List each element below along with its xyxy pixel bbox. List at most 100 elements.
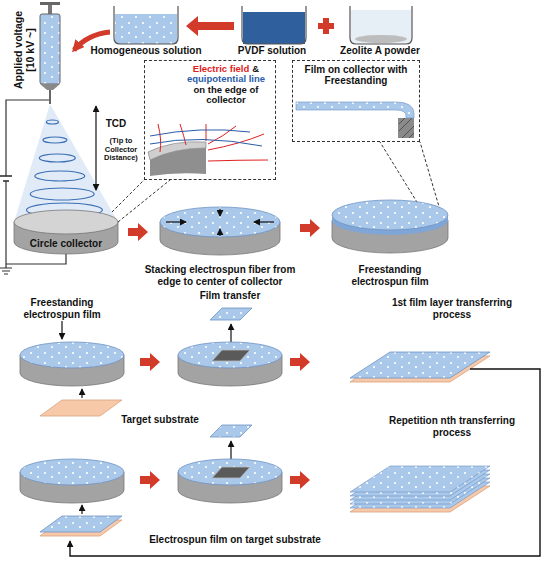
red-arrow — [300, 219, 320, 237]
label-text: (Tip to Collector Distance) — [101, 137, 141, 163]
collector-with-film — [20, 459, 124, 485]
leader-line — [420, 142, 440, 210]
electric-field-sketch — [150, 148, 206, 176]
circuit-wire — [5, 181, 6, 268]
spinning-jet — [43, 137, 67, 143]
freestanding-film-sketch — [296, 102, 414, 138]
leader-line — [112, 180, 144, 212]
film-layer-stack — [350, 466, 490, 492]
beaker-homogeneous — [114, 6, 178, 44]
freestanding-film-sketch — [296, 102, 414, 118]
electric-field-sketch — [150, 130, 262, 146]
red-arrow — [140, 353, 160, 371]
syringe — [49, 90, 51, 104]
target-substrate — [40, 400, 122, 416]
label-text: Repetition nth transferring process — [387, 415, 517, 438]
transfer-arrow — [81, 505, 82, 514]
electric-field-sketch — [150, 130, 250, 136]
red-arrow — [290, 353, 310, 371]
syringe — [40, 2, 60, 104]
collector-with-film — [178, 459, 282, 485]
tcd-arrow — [95, 106, 96, 190]
leader-line — [118, 180, 170, 222]
leader-line — [380, 142, 420, 207]
beaker-pvdf — [242, 6, 306, 44]
label-text: Film transfer — [180, 290, 280, 302]
transfer-arrow — [81, 389, 82, 398]
label-text: Freestanding electrospun film — [7, 297, 117, 320]
electric-field-sketch — [150, 139, 262, 146]
film-on-substrate — [40, 516, 122, 532]
film-layer-stack — [350, 352, 490, 382]
collector-freestanding — [332, 200, 448, 253]
label-text: 1st film layer transferring process — [387, 297, 517, 320]
beaker-zeolite — [355, 35, 407, 43]
electric-field-sketch — [206, 124, 207, 141]
beaker-pvdf — [243, 12, 305, 44]
circle-collector — [14, 210, 118, 254]
inset-caption: Film on collector with Freestanding — [297, 64, 415, 86]
film-on-substrate — [40, 516, 122, 536]
red-arrow — [186, 16, 234, 36]
electric-field-sketch — [148, 124, 268, 176]
collector-with-film — [210, 425, 252, 437]
beaker-homogeneous — [115, 14, 177, 44]
label-text: TCD — [101, 118, 131, 130]
beaker-pvdf — [242, 6, 306, 44]
spinning-jet — [14, 104, 118, 222]
electric-field-sketch — [180, 124, 186, 145]
label-text: Zeolite A powder — [330, 45, 430, 57]
spinning-jet — [26, 120, 102, 217]
label-text: Applied voltage [10 kV ~] — [12, 5, 36, 95]
circuit-wire — [0, 268, 12, 274]
label-text: Stacking electrospun fiber from edge to … — [133, 264, 308, 287]
collector-freestanding — [332, 200, 448, 230]
return-line — [70, 369, 540, 556]
circuit-wire — [6, 254, 66, 264]
collector-with-film — [212, 467, 250, 478]
freestanding-film-sketch — [399, 118, 414, 138]
syringe — [40, 84, 60, 90]
collector-stacking — [254, 221, 274, 222]
spinning-jet — [35, 171, 85, 181]
collector-with-film — [20, 425, 282, 503]
label-text: Target substrate — [110, 414, 210, 426]
inset-caption: & — [252, 63, 259, 74]
collector-with-film — [178, 342, 282, 368]
dashed-inset-box: Film on collector with Freestanding — [292, 60, 420, 142]
syringe — [40, 14, 60, 84]
inset-text: Film on collector with Freestanding — [293, 61, 419, 86]
red-arrow — [128, 219, 320, 489]
label-text: PVDF solution — [227, 45, 317, 57]
circle-collector — [14, 210, 118, 234]
label-text: Freestanding electrospun film — [330, 264, 450, 287]
label-text: Homogeneous solution — [81, 45, 211, 57]
collector-stacking — [160, 207, 280, 237]
red-arrow — [323, 18, 329, 34]
spinning-jet — [39, 154, 75, 162]
tcd-arrow — [96, 106, 97, 190]
collector-stacking — [219, 209, 220, 216]
dashed-inset-box: Electric field&equipotential lineon the … — [144, 60, 276, 180]
collector-with-film — [20, 308, 282, 386]
red-arrow — [290, 471, 310, 489]
collector-stacking — [219, 229, 220, 236]
return-line — [70, 369, 540, 556]
circuit-wire — [0, 175, 12, 177]
red-arrow — [128, 223, 148, 241]
film-layer-stack — [350, 352, 490, 378]
inset-caption: Electric field — [193, 63, 250, 74]
collector-stacking — [160, 207, 280, 255]
beaker-zeolite — [350, 6, 412, 44]
film-layer-stack — [350, 466, 490, 512]
collector-stacking — [166, 209, 274, 236]
spinning-jet — [14, 104, 118, 222]
beaker-zeolite — [350, 6, 412, 44]
transfer-arrow — [61, 321, 62, 339]
freestanding-film-sketch — [398, 118, 414, 138]
inset-caption: equipotential line — [181, 74, 271, 84]
spinning-jet — [30, 188, 94, 200]
beaker-zeolite — [351, 10, 411, 44]
target-substrate — [40, 400, 122, 416]
